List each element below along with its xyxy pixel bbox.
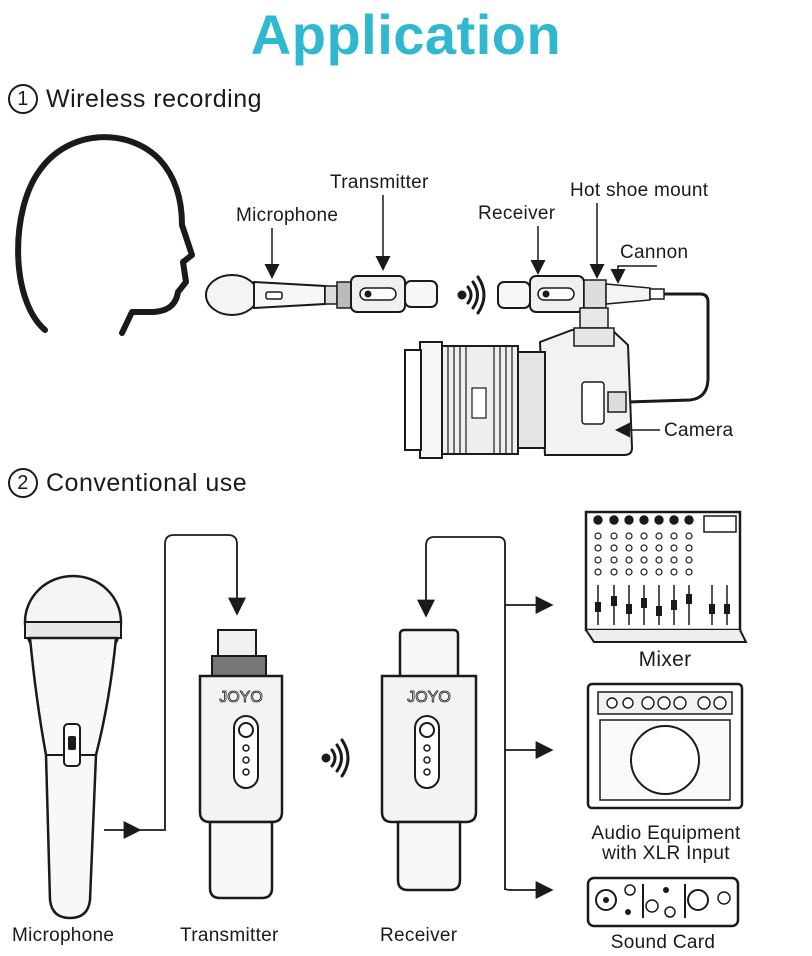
label-sound-card: Sound Card: [610, 932, 716, 953]
label-mixer: Mixer: [638, 648, 692, 671]
section-heading-conventional: 2 Conventional use: [8, 468, 247, 498]
label-audio-equipment-line1: Audio Equipment: [591, 823, 741, 844]
wireless-signal-icon: [457, 275, 486, 315]
label-transmitter-1: Transmitter: [330, 172, 429, 193]
camera-illustration: [404, 327, 634, 459]
hot-shoe-mount: [579, 307, 609, 329]
transmitter-small: [336, 275, 438, 313]
section-number-badge: 2: [8, 468, 38, 498]
label-audio-equipment: Audio Equipment with XLR Input: [580, 824, 752, 864]
label-receiver-2: Receiver: [380, 925, 458, 946]
section-heading-text: Wireless recording: [46, 85, 263, 113]
label-transmitter-2: Transmitter: [180, 925, 279, 946]
brand-logo: JOYO: [407, 689, 451, 706]
section-number-badge: 1: [8, 84, 38, 114]
handheld-microphone-small: [205, 274, 338, 316]
sound-card-illustration: [586, 876, 740, 928]
brand-logo: JOYO: [219, 689, 263, 706]
wireless-signal-icon: [321, 738, 350, 778]
page-title: Application: [250, 3, 562, 66]
section-heading-text: Conventional use: [46, 469, 248, 497]
camera-cable: [627, 292, 710, 404]
receiver-large: JOYO: [380, 628, 478, 892]
head-silhouette: [15, 134, 195, 336]
label-cannon: Cannon: [620, 242, 689, 263]
section-heading-wireless: 1 Wireless recording: [8, 84, 262, 114]
label-hot-shoe: Hot shoe mount: [570, 180, 709, 201]
mixer-illustration: [584, 510, 748, 643]
label-audio-equipment-line2: with XLR Input: [602, 843, 730, 864]
receiver-small: [497, 275, 665, 313]
label-receiver-1: Receiver: [478, 203, 556, 224]
label-camera: Camera: [664, 420, 734, 441]
label-microphone-1: Microphone: [236, 205, 339, 226]
handheld-microphone-large: [23, 574, 123, 920]
amplifier-illustration: [586, 682, 744, 810]
label-microphone-2: Microphone: [12, 925, 115, 946]
transmitter-large: JOYO: [198, 629, 284, 900]
